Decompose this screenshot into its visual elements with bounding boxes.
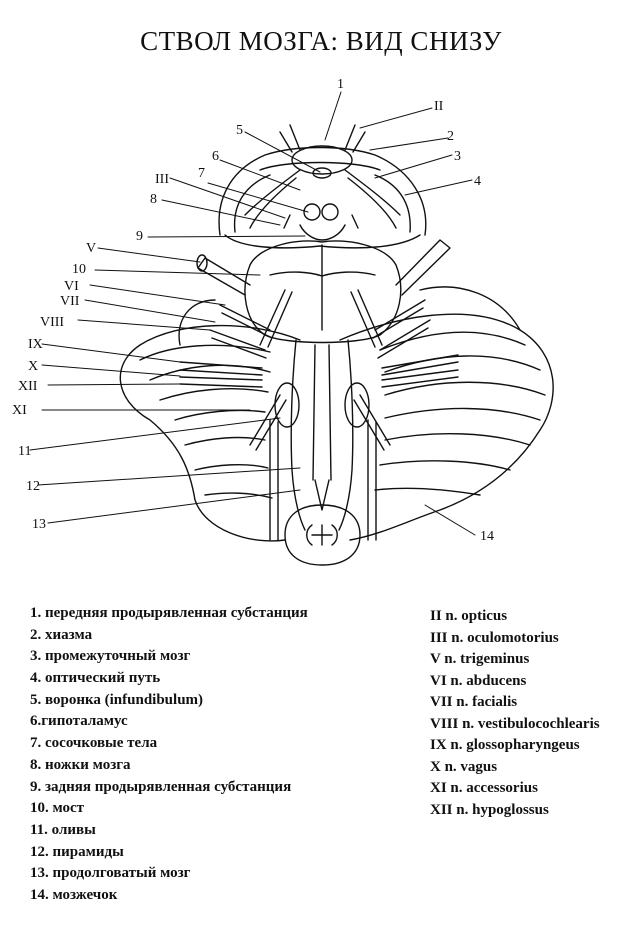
legend-item: 14. мозжечок: [30, 886, 118, 903]
legend-item: III n. oculomotorius: [430, 629, 559, 646]
label-7: 7: [198, 166, 205, 181]
pons-outline: [244, 240, 402, 344]
label-2: 2: [447, 129, 454, 144]
label-X: X: [28, 359, 38, 374]
legend-item: 13. продолговатый мозг: [30, 865, 191, 882]
label-11: 11: [18, 444, 31, 459]
diencephalon-outline: [218, 146, 427, 249]
cranial-nerves-left: [179, 289, 293, 541]
legend-item: V n. trigeminus: [430, 651, 530, 667]
cranial-nerves-right: [350, 289, 459, 541]
legend-item: 5. воронка (infundibulum): [30, 691, 204, 708]
legend-item: 1. передняя продырявленная субстанция: [30, 605, 308, 621]
optic-chiasm: [244, 124, 401, 229]
label-1: 1: [337, 77, 344, 92]
legend-item: 2. хиазма: [30, 626, 93, 643]
label-VII: VII: [60, 294, 80, 309]
label-10: 10: [72, 262, 86, 277]
label-V: V: [86, 241, 96, 256]
legend-item: X n. vagus: [430, 758, 498, 775]
label-14: 14: [480, 529, 494, 544]
leader-lines: [29, 91, 476, 536]
label-13: 13: [32, 517, 46, 532]
legend-item: VII n. facialis: [430, 694, 518, 710]
cerebellum-outline: [119, 286, 554, 542]
mammillary-bodies: [283, 203, 359, 241]
legend-item: 7. сосочковые тела: [30, 735, 158, 752]
legend-item: XII n. hypoglossus: [430, 801, 549, 818]
label-XI: XI: [12, 403, 27, 418]
label-9: 9: [136, 229, 143, 244]
legend-item: 12. пирамиды: [30, 843, 124, 860]
brainstem-diagram: 1 II 2 3 4 5 6 7 III 8 9 V 10 VI VII VII…: [12, 77, 554, 566]
label-3: 3: [454, 149, 461, 164]
label-II: II: [434, 99, 444, 114]
label-8: 8: [150, 192, 157, 207]
legend-item: 4. оптический путь: [30, 670, 161, 687]
legend-item: 3. промежуточный мозг: [30, 648, 191, 665]
structures-legend: 1. передняя продырявленная субстанция 2.…: [30, 603, 308, 907]
label-IX: IX: [28, 337, 43, 352]
legend-item: 6.гипоталамус: [30, 713, 128, 730]
label-VIII: VIII: [40, 315, 64, 330]
medulla-outline: [274, 339, 370, 531]
label-12: 12: [26, 479, 40, 494]
legend-item: II n. opticus: [430, 608, 508, 624]
nerves-legend: II n. opticus III n. oculomotorius V n. …: [430, 606, 600, 821]
label-XII: XII: [18, 379, 38, 394]
label-4: 4: [474, 174, 481, 189]
legend-item: XI n. accessorius: [430, 780, 538, 796]
trigeminal-nerves: [196, 239, 451, 296]
label-6: 6: [212, 149, 219, 164]
spinal-cord-section: [284, 504, 361, 566]
legend-item: VI n. abducens: [430, 672, 527, 689]
figure-labels: 1 II 2 3 4 5 6 7 III 8 9 V 10 VI VII VII…: [12, 77, 494, 544]
label-5: 5: [236, 123, 243, 138]
legend-item: VIII n. vestibulocochlearis: [430, 715, 600, 732]
label-III: III: [155, 172, 169, 187]
legend-item: 8. ножки мозга: [30, 756, 131, 773]
legend-item: 9. задняя продырявленная субстанция: [30, 778, 292, 795]
legend-item: 11. оливы: [30, 821, 96, 838]
label-VI: VI: [64, 279, 79, 294]
legend-item: IX n. glossopharyngeus: [430, 737, 580, 753]
legend-item: 10. мост: [30, 800, 85, 817]
page-title: СТВОЛ МОЗГА: ВИД СНИЗУ: [140, 26, 502, 56]
